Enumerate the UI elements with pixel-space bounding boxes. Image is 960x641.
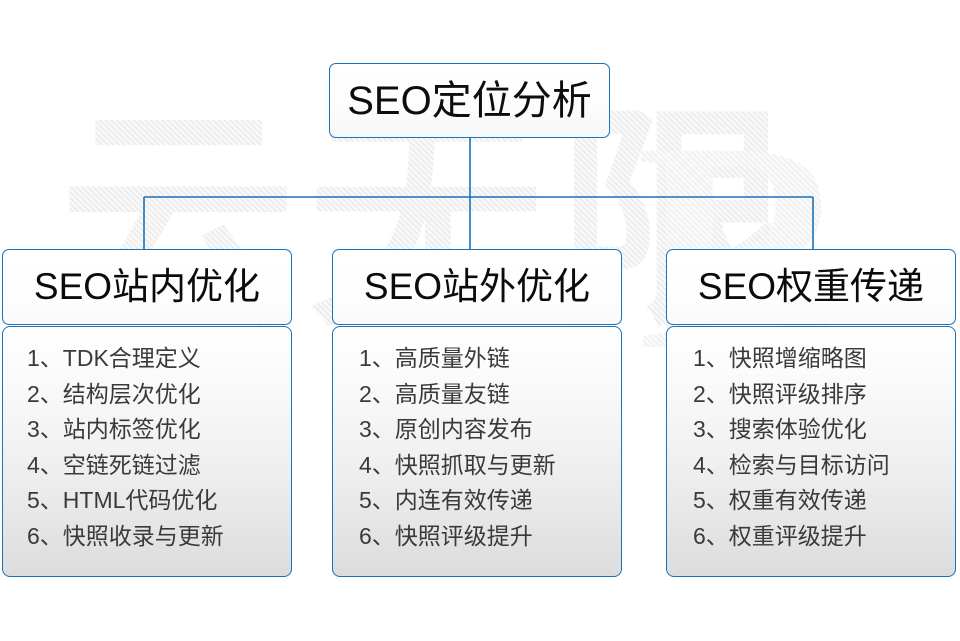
branch-header-1[interactable]: SEO站内优化 (2, 249, 292, 325)
list-item: 1、高质量外链 (359, 345, 510, 371)
list-item: 5、HTML代码优化 (27, 487, 218, 513)
branch-item-list-1: 1、TDK合理定义 2、结构层次优化 3、站内标签优化 4、空链死链过滤 5、H… (3, 341, 291, 554)
list-item: 4、快照抓取与更新 (359, 451, 556, 478)
list-item: 6、权重评级提升 (693, 522, 867, 549)
list-item: 6、快照收录与更新 (27, 522, 224, 549)
branch-header-label-3: SEO权重传递 (697, 266, 925, 307)
root-node[interactable]: SEO定位分析 (329, 63, 610, 138)
list-item: 2、高质量友链 (359, 380, 510, 407)
list-item: 5、权重有效传递 (693, 487, 867, 513)
list-item: 3、站内标签优化 (27, 416, 201, 442)
list-item: 4、空链死链过滤 (27, 451, 201, 478)
branch-body-2: 1、高质量外链 2、高质量友链 3、原创内容发布 4、快照抓取与更新 5、内连有… (332, 326, 622, 577)
list-item: 5、内连有效传递 (359, 487, 533, 513)
list-item: 1、快照增缩略图 (693, 345, 867, 371)
branch-item-list-3: 1、快照增缩略图 2、快照评级排序 3、搜索体验优化 4、检索与目标访问 5、权… (667, 341, 955, 554)
list-item: 1、TDK合理定义 (27, 345, 201, 371)
branch-column-2: SEO站外优化 1、高质量外链 2、高质量友链 3、原创内容发布 4、快照抓取与… (332, 249, 622, 577)
branch-header-2[interactable]: SEO站外优化 (332, 249, 622, 325)
branch-column-3: SEO权重传递 1、快照增缩略图 2、快照评级排序 3、搜索体验优化 4、检索与… (666, 249, 956, 577)
list-item: 3、搜索体验优化 (693, 416, 867, 442)
branch-header-label-2: SEO站外优化 (363, 266, 591, 307)
branch-header-label-1: SEO站内优化 (33, 266, 261, 307)
list-item: 3、原创内容发布 (359, 416, 533, 442)
list-item: 4、检索与目标访问 (693, 451, 890, 478)
branch-column-1: SEO站内优化 1、TDK合理定义 2、结构层次优化 3、站内标签优化 4、空链… (2, 249, 292, 577)
list-item: 2、结构层次优化 (27, 380, 201, 407)
list-item: 6、快照评级提升 (359, 522, 533, 549)
branch-body-1: 1、TDK合理定义 2、结构层次优化 3、站内标签优化 4、空链死链过滤 5、H… (2, 326, 292, 577)
branch-item-list-2: 1、高质量外链 2、高质量友链 3、原创内容发布 4、快照抓取与更新 5、内连有… (333, 341, 621, 554)
branch-header-3[interactable]: SEO权重传递 (666, 249, 956, 325)
root-node-label: SEO定位分析 (347, 78, 592, 123)
branch-body-3: 1、快照增缩略图 2、快照评级排序 3、搜索体验优化 4、检索与目标访问 5、权… (666, 326, 956, 577)
list-item: 2、快照评级排序 (693, 380, 867, 407)
